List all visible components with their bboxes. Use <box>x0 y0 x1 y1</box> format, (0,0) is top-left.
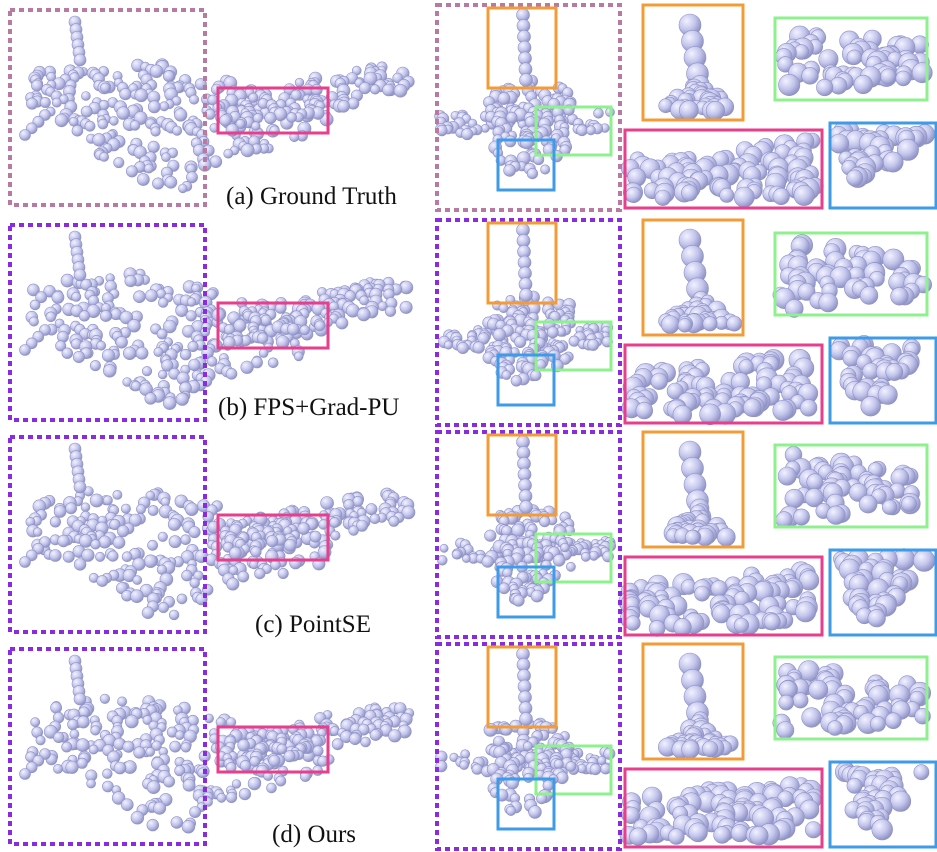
zoom-right-wing-cloud-fps <box>772 234 932 318</box>
side-wing-box-gt <box>216 86 330 135</box>
tail-fin-box-gt <box>486 6 558 90</box>
zoom-tail-cloud-pointse <box>663 440 736 547</box>
side-view-cloud-ours <box>19 654 415 834</box>
side-view-cloud-pointse <box>19 442 416 621</box>
side-view-cloud-fps <box>19 230 414 410</box>
tail-fin-box-pointse <box>486 433 558 517</box>
side-wing-box-pointse <box>216 513 330 562</box>
side-view-frame-gt <box>8 8 207 207</box>
zoom-nose-frame-fps <box>828 336 937 425</box>
zoom-right-wing-frame-fps <box>773 231 929 317</box>
zoom-left-wing-cloud-fps <box>621 348 819 426</box>
zoom-right-wing-cloud-gt <box>775 25 933 97</box>
nose-box-fps <box>496 353 556 407</box>
front-view-cloud-fps <box>438 223 614 387</box>
zoom-right-wing-frame-ours <box>773 655 929 741</box>
zoom-tail-fin-frame-pointse <box>641 430 745 549</box>
right-wing-box-ours <box>534 744 613 796</box>
right-wing-box-pointse <box>534 532 613 584</box>
zoom-tail-fin-frame-fps <box>641 218 745 337</box>
right-wing-box-gt <box>534 105 613 157</box>
zoom-tail-fin-frame-gt <box>641 3 745 122</box>
zoom-tail-fin-frame-ours <box>641 642 745 761</box>
zoom-left-wing-cloud-ours <box>619 776 823 846</box>
zoom-right-wing-frame-pointse <box>773 443 929 529</box>
caption-ground-truth: (a) Ground Truth <box>226 183 397 210</box>
front-view-frame-pointse <box>435 430 622 639</box>
caption-ours: (d) Ours <box>272 821 357 848</box>
nose-box-gt <box>496 138 556 192</box>
zoom-nose-cloud-ours <box>834 761 930 841</box>
front-view-frame-fps <box>435 218 622 427</box>
nose-box-pointse <box>496 565 556 619</box>
zoom-left-wing-cloud-pointse <box>618 561 820 637</box>
front-view-frame-ours <box>435 642 622 851</box>
zoom-left-wing-frame-pointse <box>623 555 824 637</box>
zoom-left-wing-frame-ours <box>623 767 824 849</box>
nose-box-ours <box>496 777 556 831</box>
zoom-nose-frame-gt <box>828 121 937 210</box>
right-wing-box-fps <box>534 320 613 372</box>
zoom-right-wing-cloud-pointse <box>775 446 921 529</box>
side-view-frame-pointse <box>8 435 207 634</box>
zoom-nose-cloud-pointse <box>833 548 936 628</box>
zoom-tail-cloud-fps <box>658 228 743 334</box>
zoom-nose-frame-pointse <box>828 548 937 637</box>
side-wing-box-fps <box>216 301 330 350</box>
front-view-cloud-gt <box>434 8 615 180</box>
zoom-right-wing-cloud-ours <box>772 660 931 740</box>
zoom-left-wing-frame-fps <box>623 343 824 425</box>
zoom-nose-cloud-fps <box>829 335 921 417</box>
zoom-left-wing-frame-gt <box>623 128 824 210</box>
zoom-nose-frame-ours <box>828 760 937 849</box>
side-view-frame-fps <box>8 223 207 422</box>
zoom-tail-cloud-ours <box>657 652 739 759</box>
zoom-tail-cloud-gt <box>658 13 735 121</box>
caption-fps-grad-pu: (b) FPS+Grad-PU <box>218 394 400 421</box>
zoom-left-wing-cloud-gt <box>620 132 824 208</box>
caption-pointse: (c) PointSE <box>255 611 371 638</box>
side-view-frame-ours <box>8 647 207 846</box>
side-wing-box-ours <box>216 725 330 774</box>
zoom-nose-cloud-gt <box>829 122 936 188</box>
front-view-cloud-pointse <box>437 435 617 607</box>
tail-fin-box-ours <box>486 645 558 729</box>
zoom-right-wing-frame-gt <box>773 16 929 102</box>
front-view-frame-gt <box>435 3 622 212</box>
tail-fin-box-fps <box>486 221 558 305</box>
